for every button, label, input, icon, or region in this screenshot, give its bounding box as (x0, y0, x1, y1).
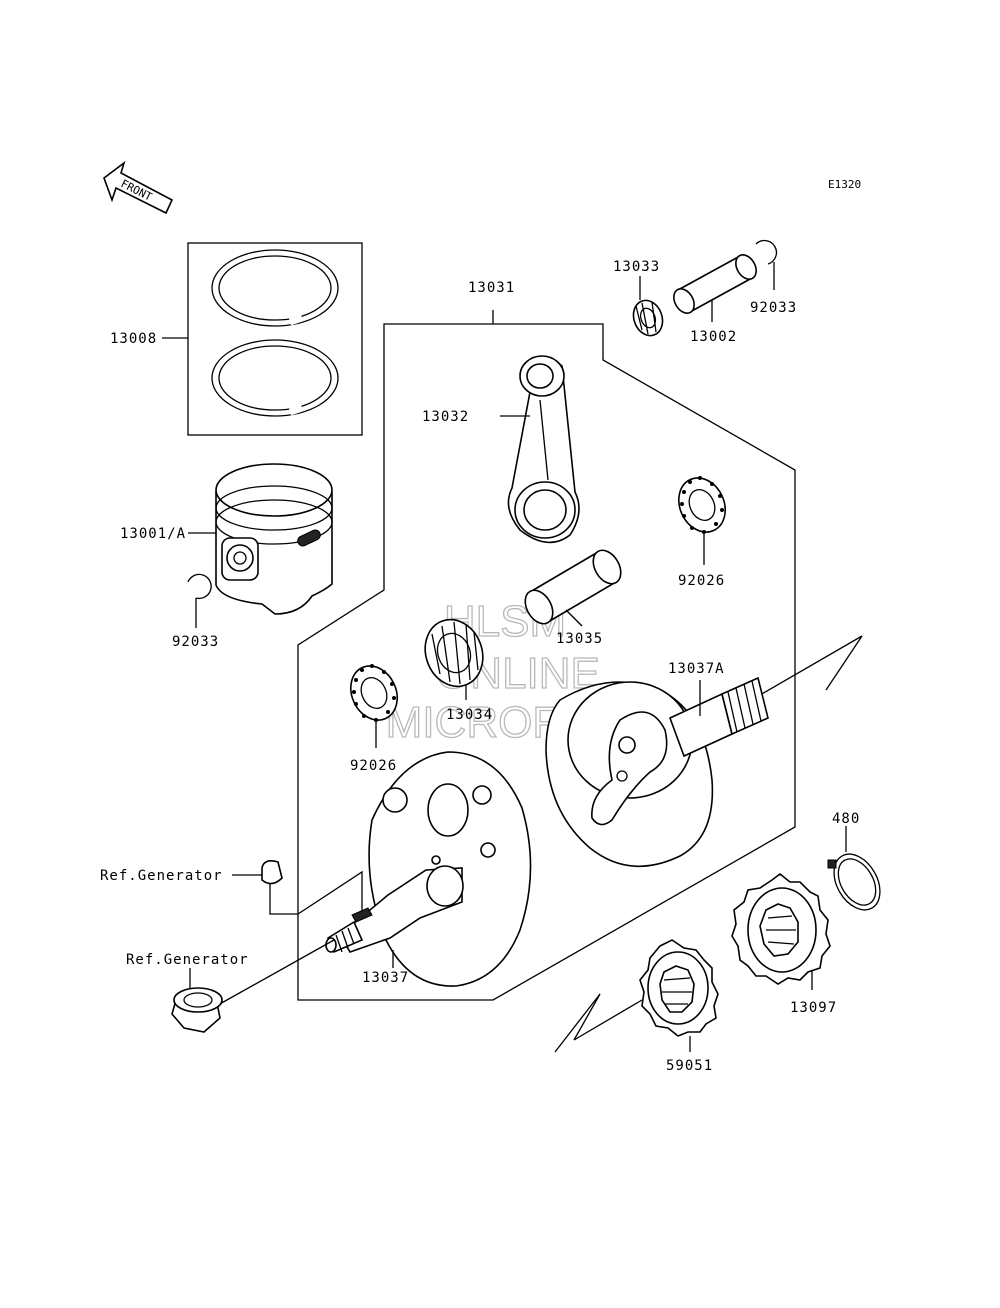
label-13008: 13008 (110, 331, 157, 347)
piston-icon (215, 463, 333, 615)
label-13001-A: 13001/A (120, 526, 186, 542)
label-92026-right: 92026 (678, 573, 725, 589)
thrust-washer-icon (350, 664, 398, 722)
right-crank-half-icon (545, 635, 863, 868)
woodruff-key-icon (261, 860, 283, 885)
label-13035: 13035 (556, 631, 603, 647)
label-92026-left: 92026 (350, 758, 397, 774)
label-13037A: 13037A (668, 661, 725, 677)
thrust-washer-icon (678, 476, 726, 534)
piston-clip-icon (187, 573, 212, 600)
label-92033-left: 92033 (172, 634, 219, 650)
label-13032: 13032 (422, 409, 469, 425)
crank-pin-icon (524, 549, 622, 625)
left-crank-half-icon (325, 751, 532, 987)
label-13031: 13031 (468, 280, 515, 296)
label-ref-generator-key: Ref.Generator (100, 868, 223, 884)
piston-ring-icon (211, 249, 339, 417)
label-13037: 13037 (362, 970, 409, 986)
piston-rings-frame (187, 242, 363, 436)
flange-nut-icon (171, 939, 335, 1033)
front-arrow-icon: FRONT (103, 160, 174, 215)
label-13097: 13097 (790, 1000, 837, 1016)
label-13002: 13002 (690, 329, 737, 345)
large-gear-icon (731, 872, 831, 985)
label-13034: 13034 (446, 707, 493, 723)
piston-clip-icon (755, 239, 778, 265)
label-480: 480 (832, 811, 860, 827)
label-ref-generator-nut: Ref.Generator (126, 952, 249, 968)
piston-rings-group (162, 242, 363, 436)
small-gear-icon (554, 939, 719, 1053)
crankshaft-assembly-outline (297, 310, 796, 1001)
circlip-icon (827, 853, 881, 911)
label-13033: 13033 (613, 259, 660, 275)
label-59051: 59051 (666, 1058, 713, 1074)
small-bearing-icon (632, 299, 664, 337)
connecting-rod-icon (507, 355, 580, 544)
label-92033-right: 92033 (750, 300, 797, 316)
piston-pin-icon (673, 254, 757, 314)
diagram-code: E1320 (828, 178, 861, 191)
